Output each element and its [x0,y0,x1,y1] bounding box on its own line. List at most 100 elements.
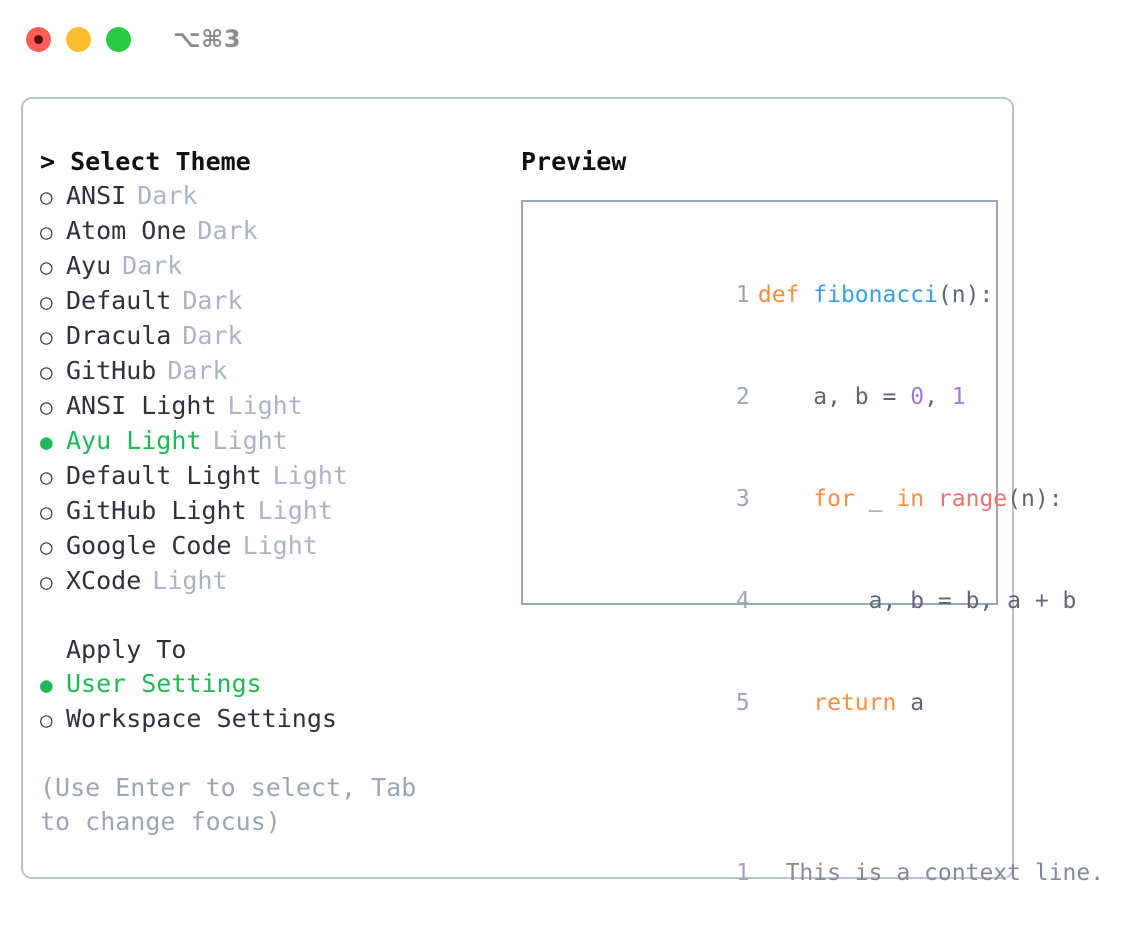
close-button[interactable] [26,26,51,52]
code-token: range [937,486,1008,512]
diff-sign [758,860,786,886]
line-number: 1 [735,860,750,886]
code-token: a, b = b, a + b [757,588,1077,614]
maximize-button[interactable] [106,26,131,52]
list-spacer [40,599,500,633]
line-number: 1 [735,282,750,308]
theme-name: GitHub [66,356,157,385]
code-token: a, b = [757,384,911,410]
code-line: 4 a, b = b, a + b [542,550,1077,652]
theme-list-item[interactable]: ○ XCode Light [40,564,500,599]
theme-name: ANSI [66,181,127,210]
code-token [758,690,813,716]
theme-name: Ayu [66,251,112,280]
window-controls [26,26,131,52]
theme-list-item[interactable]: ○ GitHub Dark [40,354,500,389]
code-token: _ [854,486,897,512]
radio-icon: ○ [40,255,53,279]
theme-variant-tag: Dark [182,321,243,350]
radio-icon-selected: ● [40,430,53,454]
apply-to-heading: Apply To [66,635,187,664]
line-number: 3 [735,486,750,512]
diff-line-context: 1 This is a context line. [542,822,1104,924]
theme-list-item[interactable]: ○ Atom One Dark [40,214,500,249]
radio-icon: ○ [40,325,53,349]
theme-variant-tag: Light [242,531,318,560]
minimize-button[interactable] [66,26,91,52]
apply-to-label: User Settings [66,669,262,698]
theme-list-item-selected[interactable]: ● Ayu Light Light [40,424,500,459]
code-token: , [924,384,952,410]
theme-name: Ayu Light [66,426,202,455]
preview-heading: Preview [521,147,627,176]
code-line: 2 a, b = 0, 1 [542,346,996,448]
theme-name: Default [66,286,172,315]
line-number: 5 [735,690,750,716]
theme-variant-tag: Light [152,566,228,595]
record-dot-icon [34,34,43,44]
select-theme-heading: > Select Theme [40,147,251,176]
theme-list-item[interactable]: ○ Google Code Light [40,529,500,564]
diff-text: This is a context line. [785,860,1105,886]
apply-to-item-user-settings[interactable]: ● User Settings [40,667,500,702]
diff-line-deleted: 2- This line was deleted. [542,924,996,934]
radio-icon-selected: ● [40,673,53,697]
code-token [758,486,813,512]
code-line: 1 def fibonacci(n): [542,244,996,346]
code-token: 1 [951,384,966,410]
preview-gap [542,754,996,788]
code-token: (n): [1007,486,1063,512]
theme-variant-tag: Dark [122,251,183,280]
theme-variant-tag: Dark [167,356,228,385]
preview-gap [542,788,996,822]
theme-list-item[interactable]: ○ GitHub Light Light [40,494,500,529]
theme-picker-card: > Select Theme ○ ANSI Dark ○ Atom One Da… [21,97,1104,886]
code-token: a [896,690,925,716]
theme-variant-tag: Dark [182,286,243,315]
apply-to-label: Workspace Settings [66,704,337,733]
code-token: fibonacci [813,282,938,308]
theme-name: Atom One [66,216,187,245]
radio-icon: ○ [40,708,53,732]
radio-icon: ○ [40,185,53,209]
apply-to-item-workspace-settings[interactable]: ○ Workspace Settings [40,702,500,737]
title-bar: ⌥⌘3 [0,0,1140,78]
theme-list-item[interactable]: ○ Ayu Dark [40,249,500,284]
code-token: def [757,282,814,308]
theme-list-column: > Select Theme ○ ANSI Dark ○ Atom One Da… [40,145,500,839]
radio-icon: ○ [40,360,53,384]
theme-variant-tag: Light [227,391,303,420]
line-number: 4 [735,588,750,614]
keyboard-hint-text: (Use Enter to select, Tab to change focu… [40,773,417,836]
theme-list-item[interactable]: ○ Default Dark [40,284,500,319]
code-token [924,486,938,512]
theme-list: ○ ANSI Dark ○ Atom One Dark ○ Ayu Dark [40,179,500,599]
theme-list-item[interactable]: ○ Dracula Dark [40,319,500,354]
code-token: (n): [937,282,994,308]
radio-icon: ○ [40,395,53,419]
radio-icon: ○ [40,465,53,489]
theme-list-item[interactable]: ○ ANSI Dark [40,179,500,214]
radio-icon: ○ [40,570,53,594]
theme-name: Dracula [66,321,172,350]
theme-list-item[interactable]: ○ Default Light Light [40,459,500,494]
code-line: 3 for _ in range(n): [542,448,1063,550]
card-columns: > Select Theme ○ ANSI Dark ○ Atom One Da… [23,99,1104,886]
line-number: 2 [735,384,750,410]
keyboard-shortcut-label: ⌥⌘3 [173,25,242,53]
theme-variant-tag: Dark [137,181,198,210]
theme-variant-tag: Dark [197,216,258,245]
radio-icon: ○ [40,290,53,314]
theme-name: ANSI Light [66,391,217,420]
theme-list-item[interactable]: ○ ANSI Light Light [40,389,500,424]
theme-variant-tag: Light [212,426,288,455]
code-line: 5 return a [542,652,996,754]
theme-variant-tag: Light [257,496,333,525]
code-token: 0 [910,384,925,410]
theme-name: XCode [66,566,142,595]
theme-name: GitHub Light [66,496,247,525]
theme-name: Google Code [66,531,232,560]
